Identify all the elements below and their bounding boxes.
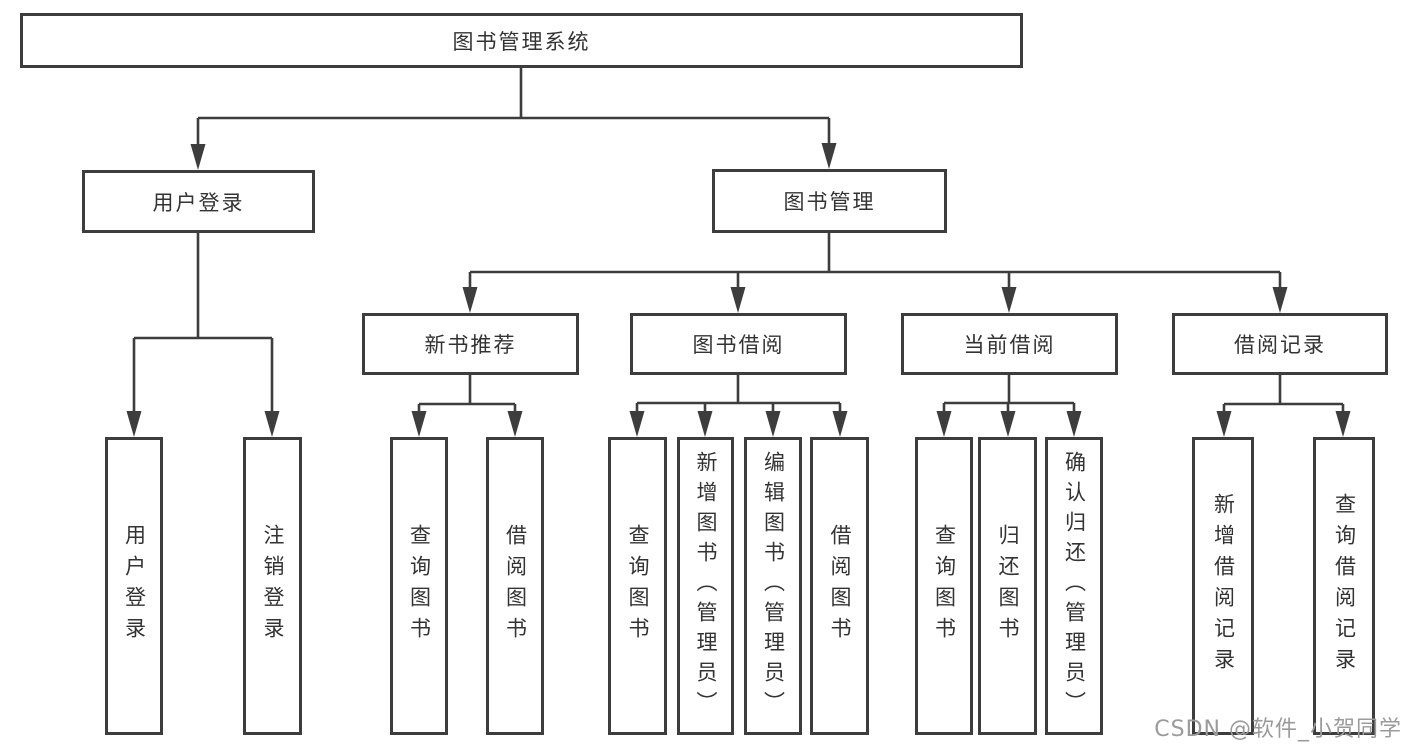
leaf-query-books-borrowing: 查询图书 <box>608 437 667 735</box>
node-library-system: 图书管理系统 <box>20 13 1023 68</box>
node-book-management-label: 图书管理 <box>783 190 876 214</box>
leaf-query-books-borrowing-label: 查询图书 <box>626 524 650 648</box>
leaf-query-books-current-label: 查询图书 <box>932 524 957 648</box>
leaf-query-borrow-record: 查询借阅记录 <box>1313 437 1375 735</box>
node-library-system-label: 图书管理系统 <box>452 29 591 54</box>
leaf-return-books: 归还图书 <box>978 437 1037 735</box>
node-user-login: 用户登录 <box>82 170 315 233</box>
leaf-edit-books-admin: 编辑图书（管理员） <box>744 437 802 735</box>
node-current-borrowing: 当前借阅 <box>901 313 1118 375</box>
leaf-query-books-newbook-label: 查询图书 <box>407 524 432 648</box>
leaf-user-login-label: 用户登录 <box>122 524 147 648</box>
leaf-return-books-label: 归还图书 <box>996 524 1020 648</box>
leaf-confirm-return-admin-label: 确认归还（管理员） <box>1062 451 1087 721</box>
node-book-management: 图书管理 <box>712 169 947 233</box>
leaf-borrow-books-borrowing: 借阅图书 <box>810 437 869 735</box>
leaf-borrow-books-borrowing-label: 借阅图书 <box>828 524 852 648</box>
leaf-query-borrow-record-label: 查询借阅记录 <box>1332 493 1357 679</box>
node-book-borrowing-label: 图书借阅 <box>692 333 785 357</box>
leaf-logout-label: 注销登录 <box>261 524 285 648</box>
node-book-borrowing: 图书借阅 <box>630 313 847 375</box>
node-borrowing-records: 借阅记录 <box>1172 313 1388 375</box>
node-borrowing-records-label: 借阅记录 <box>1234 333 1326 357</box>
leaf-add-books-admin-label: 新增图书（管理员） <box>694 451 718 721</box>
leaf-query-books-newbook: 查询图书 <box>390 437 448 735</box>
node-current-borrowing-label: 当前借阅 <box>963 333 1056 357</box>
leaf-add-borrow-record: 新增借阅记录 <box>1192 437 1254 735</box>
leaf-confirm-return-admin: 确认归还（管理员） <box>1045 437 1103 735</box>
leaf-query-books-current: 查询图书 <box>915 437 973 735</box>
leaf-borrow-books-newbook-label: 借阅图书 <box>503 524 528 648</box>
leaf-add-borrow-record-label: 新增借阅记录 <box>1211 493 1236 679</box>
leaf-user-login: 用户登录 <box>105 437 163 735</box>
leaf-borrow-books-newbook: 借阅图书 <box>486 437 544 735</box>
node-user-login-label: 用户登录 <box>152 190 245 215</box>
leaf-logout: 注销登录 <box>243 437 302 735</box>
node-new-book-recommend: 新书推荐 <box>362 313 579 375</box>
csdn-watermark: CSDN @软件_小贺同学 <box>1154 717 1402 742</box>
leaf-add-books-admin: 新增图书（管理员） <box>677 437 734 735</box>
node-new-book-recommend-label: 新书推荐 <box>424 333 517 357</box>
leaf-edit-books-admin-label: 编辑图书（管理员） <box>761 451 786 721</box>
